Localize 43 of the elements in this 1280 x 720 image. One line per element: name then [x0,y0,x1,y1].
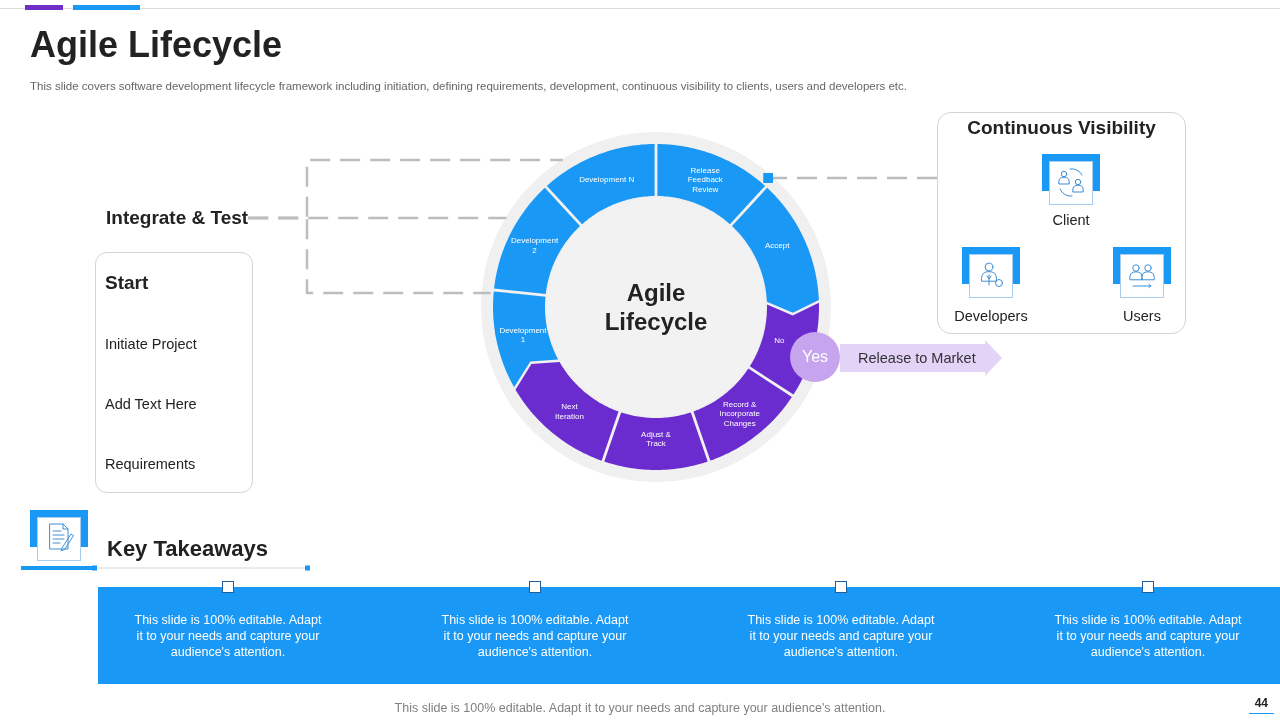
ring-segment [515,362,619,461]
segment-label: Adjust & Track [640,429,672,449]
takeaway-text: This slide is 100% editable. Adapt it to your needs and capture your audience's attention. [1053,612,1243,660]
page-number: 44 [1248,696,1274,714]
segment-label: Accept [764,240,790,250]
tile-label: Users [1123,307,1161,325]
list-item: Initiate Project [105,335,197,353]
ring-segment [657,144,766,225]
takeaway-text: This slide is 100% editable. Adapt it to your needs and capture your audience's attention. [133,612,323,660]
center-title: Agile Lifecycle [603,278,709,336]
panel-heading: Continuous Visibility [967,116,1156,140]
segment-label: Development N [579,175,635,185]
section-heading: Key Takeaways [107,535,269,563]
card-heading: Start [105,271,149,295]
list-item: Requirements [105,455,196,473]
ring-segment [732,187,819,313]
ring-segment [604,412,708,470]
takeaway-text: This slide is 100% editable. Adapt it to your needs and capture your audience's attention. [746,612,936,660]
block-arrow [840,340,1002,376]
segment-label: No [774,336,785,346]
segment-label: Development 2 [509,236,560,256]
dashed-connector [763,173,937,183]
segment-label: Next Iteration [554,402,585,422]
arrow-label: Release to Market [858,349,976,367]
start-card [95,252,253,493]
takeaway-text: This slide is 100% editable. Adapt it to your needs and capture your audience's attention. [440,612,630,660]
dashed-connector [248,216,491,295]
slide-title: Agile Lifecycle [30,24,283,66]
segment-label: Release Feedback Review [686,166,724,195]
segment-label: Record & Incorporate Changes [718,399,761,429]
ring-segment [494,187,580,294]
tile-label: Client [1052,211,1090,229]
segment-label: Development 1 [498,325,548,345]
tile-label: Developers [954,307,1028,325]
ring-segment [493,291,559,388]
section-heading: Integrate & Test [106,205,249,231]
ring-segment [546,144,655,225]
takeaway-band [98,587,1280,684]
footer-note: This slide is 100% editable. Adapt it to your needs and capture your audience's attention. [394,700,886,716]
ring-segment [693,368,792,461]
visibility-panel [937,112,1186,334]
list-item: Add Text Here [105,395,197,413]
subtitle: This slide covers software development lifecycle framework including initiation, defining requirements, development, continuous visibility to clients, users and developers etc. [30,79,907,93]
